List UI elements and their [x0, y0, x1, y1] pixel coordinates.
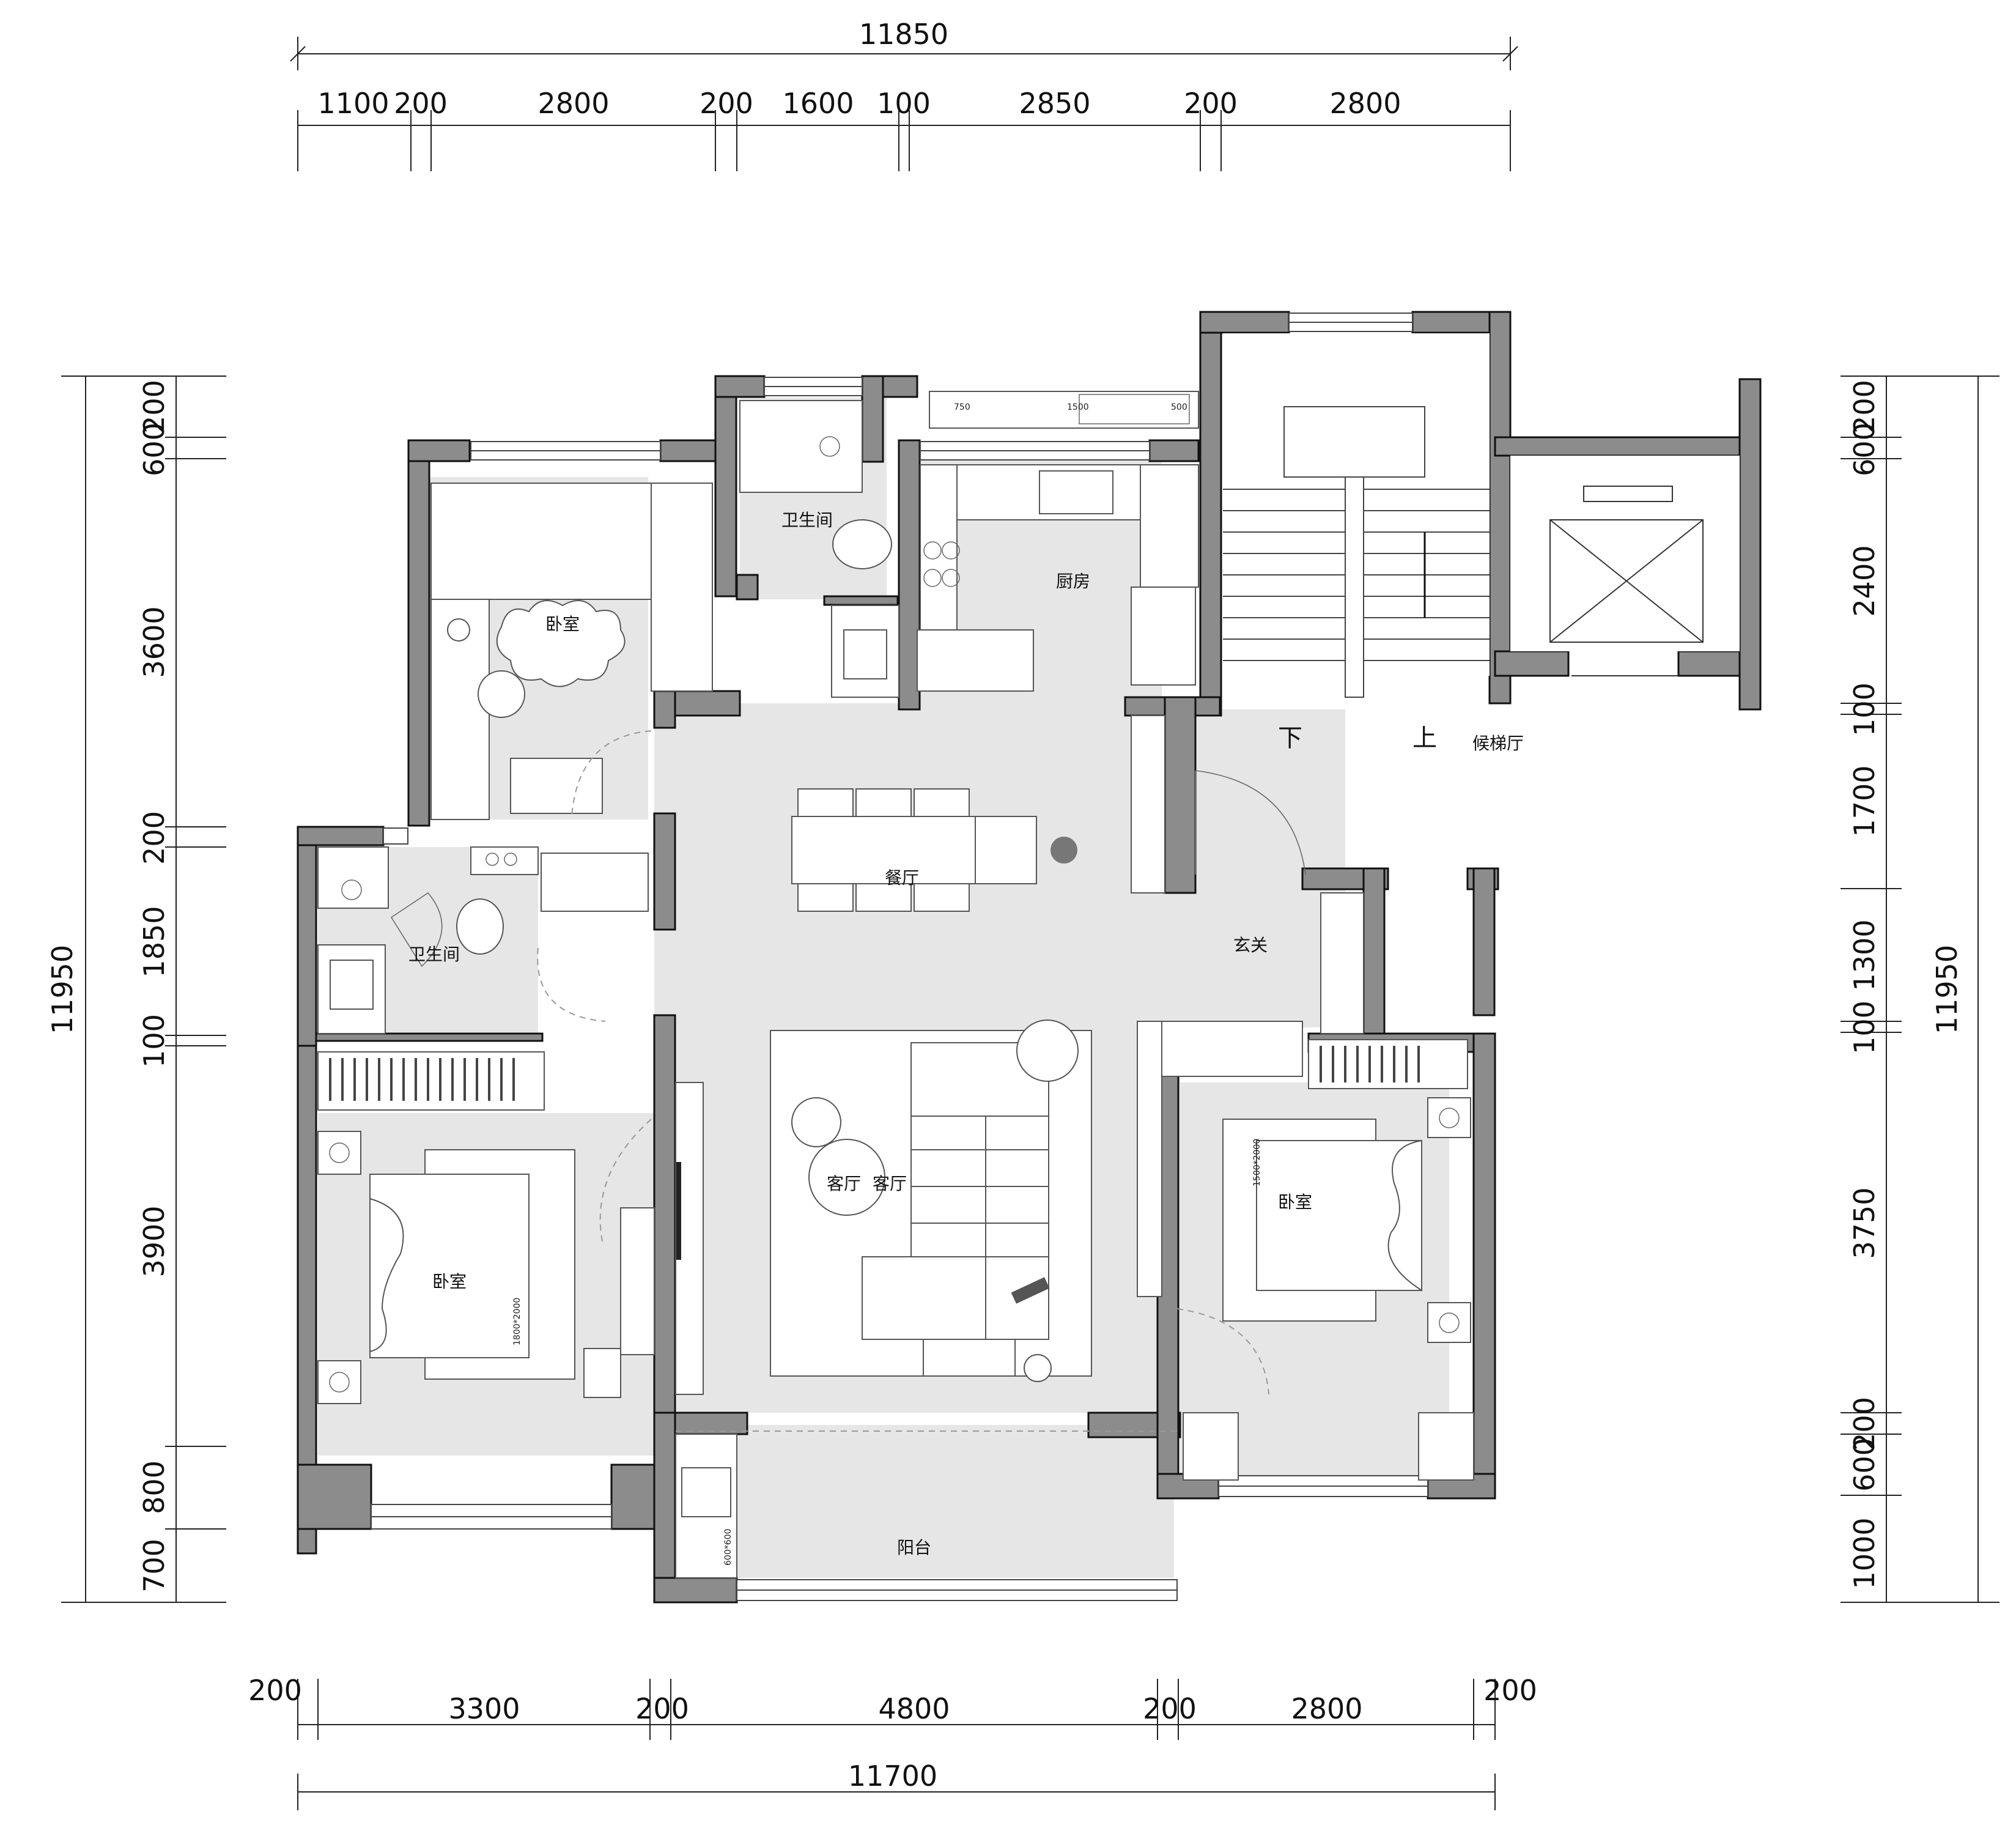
balcony-fixtures: 600*600	[675, 1430, 1177, 1578]
windows	[371, 313, 1428, 1601]
right-seg-9: 200	[1848, 1397, 1881, 1451]
top-bedroom-label: 卧室	[545, 614, 580, 634]
bottom-seg-5: 200	[1143, 1692, 1197, 1725]
top-bathroom-fixtures	[739, 400, 899, 698]
left-seg-5: 1850	[138, 906, 171, 977]
living-label-1: 客厅	[827, 1174, 861, 1194]
right-dimensions: 11950 200 600 2400 100 1700 1300 100 375…	[1841, 376, 1999, 1603]
left-seg-9: 700	[138, 1539, 171, 1593]
kitchen-label: 厨房	[1056, 571, 1090, 591]
left-bathroom-label: 卫生间	[408, 944, 460, 964]
left-seg-7: 3900	[138, 1205, 171, 1277]
top-seg-8: 200	[1184, 87, 1238, 120]
left-seg-3: 3600	[138, 606, 171, 678]
left-seg-8: 800	[138, 1460, 171, 1514]
bottom-seg-6: 2800	[1291, 1692, 1362, 1725]
bed-size-left: 1800*2000	[512, 1298, 522, 1345]
bed-size-right: 1500*2000	[1252, 1139, 1262, 1186]
right-seg-5: 1700	[1848, 765, 1881, 837]
cabinet-size: 600*600	[723, 1529, 733, 1566]
top-seg-6: 100	[877, 87, 931, 120]
left-dimensions: 11950 200 600 3600 200 1850 100 3900 800…	[46, 376, 226, 1603]
right-bedroom-label: 卧室	[1278, 1192, 1312, 1212]
top-total-dim: 11850	[859, 18, 948, 51]
right-total-dim: 11950	[1930, 945, 1963, 1034]
right-bedroom-furniture: 1500*2000	[1137, 1021, 1474, 1481]
top-seg-9: 2800	[1329, 87, 1401, 120]
door-swings	[537, 730, 1269, 1395]
top-bathroom-label: 卫生间	[781, 510, 833, 530]
elevator-hall-label: 候梯厅	[1472, 733, 1524, 753]
walls	[297, 311, 1762, 1604]
kitchen-fixtures: 750 1500 500	[917, 391, 1199, 692]
top-seg-4: 200	[700, 87, 753, 120]
left-bedroom-label: 卧室	[432, 1271, 467, 1292]
top-dimensions: 11850 1100 200 2800 200 1600 100 2850 20…	[290, 18, 1518, 171]
right-seg-2: 600	[1848, 423, 1881, 476]
bottom-seg-2: 3300	[448, 1692, 520, 1725]
left-seg-2: 600	[138, 423, 171, 476]
right-seg-3: 2400	[1848, 545, 1881, 616]
entrance-door-swing	[1195, 770, 1306, 875]
right-seg-10: 600	[1848, 1438, 1881, 1492]
top-seg-7: 2850	[1019, 87, 1090, 120]
living-furniture	[675, 1019, 1092, 1395]
entrance-label: 玄关	[1233, 935, 1268, 955]
right-seg-11: 1000	[1848, 1517, 1881, 1589]
bottom-dimensions: 200 3300 200 4800 200 2800 200 11700	[248, 1674, 1537, 1810]
staircase: 下 上	[1223, 333, 1490, 752]
right-seg-8: 3750	[1848, 1187, 1881, 1259]
right-seg-7: 100	[1848, 1001, 1881, 1054]
elevator-shaft	[1510, 456, 1740, 676]
bottom-seg-3: 200	[635, 1692, 689, 1725]
top-bedroom-furniture	[430, 483, 713, 820]
left-seg-1: 200	[138, 380, 171, 434]
left-bedroom-furniture: 1800*2000	[317, 1051, 655, 1404]
annot-1500: 1500	[1067, 402, 1089, 412]
right-seg-4: 100	[1848, 683, 1881, 736]
left-seg-6: 100	[138, 1014, 171, 1068]
bottom-seg-7: 200	[1483, 1674, 1537, 1707]
balcony-label: 阳台	[897, 1537, 931, 1558]
stair-down-label: 下	[1278, 724, 1302, 752]
dining-furniture	[791, 715, 1165, 912]
bottom-total-dim: 11700	[848, 1759, 937, 1793]
top-seg-3: 2800	[537, 87, 609, 120]
left-bathroom-fixtures	[317, 846, 649, 1034]
annot-750: 750	[954, 402, 970, 412]
bottom-seg-1: 200	[248, 1674, 302, 1707]
left-total-dim: 11950	[46, 945, 79, 1034]
bottom-seg-4: 4800	[878, 1692, 950, 1725]
top-seg-2: 200	[394, 87, 448, 120]
shoe-cabinet	[1320, 892, 1364, 1034]
left-seg-4: 200	[138, 811, 171, 865]
top-seg-1: 1100	[317, 87, 389, 120]
annot-500: 500	[1171, 402, 1187, 412]
living-label-2: 客厅	[873, 1174, 907, 1194]
dining-label: 餐厅	[885, 868, 919, 888]
top-seg-5: 1600	[782, 87, 854, 120]
stair-up-label: 上	[1412, 724, 1437, 752]
entrance-cabinet	[1161, 1021, 1303, 1077]
right-seg-1: 200	[1848, 380, 1881, 434]
right-seg-6: 1300	[1848, 919, 1881, 991]
